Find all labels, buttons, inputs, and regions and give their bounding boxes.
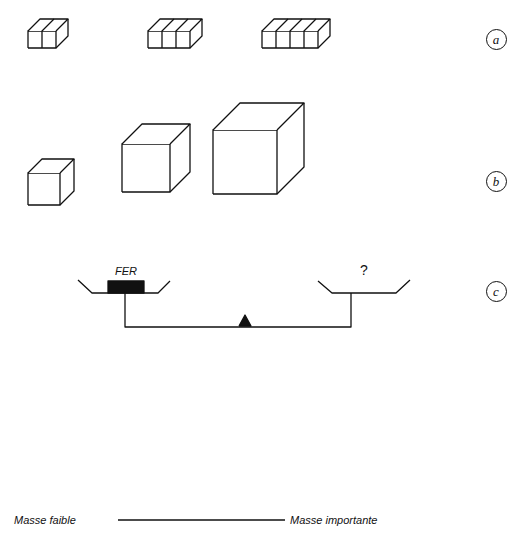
row-letter: b — [493, 175, 500, 188]
iron-block — [108, 281, 144, 293]
cube — [122, 124, 190, 192]
letter-circle: c — [486, 281, 507, 302]
cube — [213, 103, 304, 194]
unit-bar — [148, 19, 202, 48]
row-letter: c — [493, 285, 499, 298]
letter-circle: a — [486, 29, 507, 50]
balance — [78, 280, 410, 327]
scale-line — [118, 519, 285, 520]
material-label: FER — [115, 266, 137, 277]
axis-label: Masse importante — [290, 515, 377, 526]
letter-circle: b — [486, 171, 507, 192]
unknown-mark: ? — [360, 263, 368, 277]
unit-bar — [262, 19, 330, 48]
row-letter: a — [493, 33, 500, 46]
unit-bar — [28, 19, 68, 48]
cube — [28, 159, 74, 205]
axis-label: Masse faible — [14, 515, 76, 526]
